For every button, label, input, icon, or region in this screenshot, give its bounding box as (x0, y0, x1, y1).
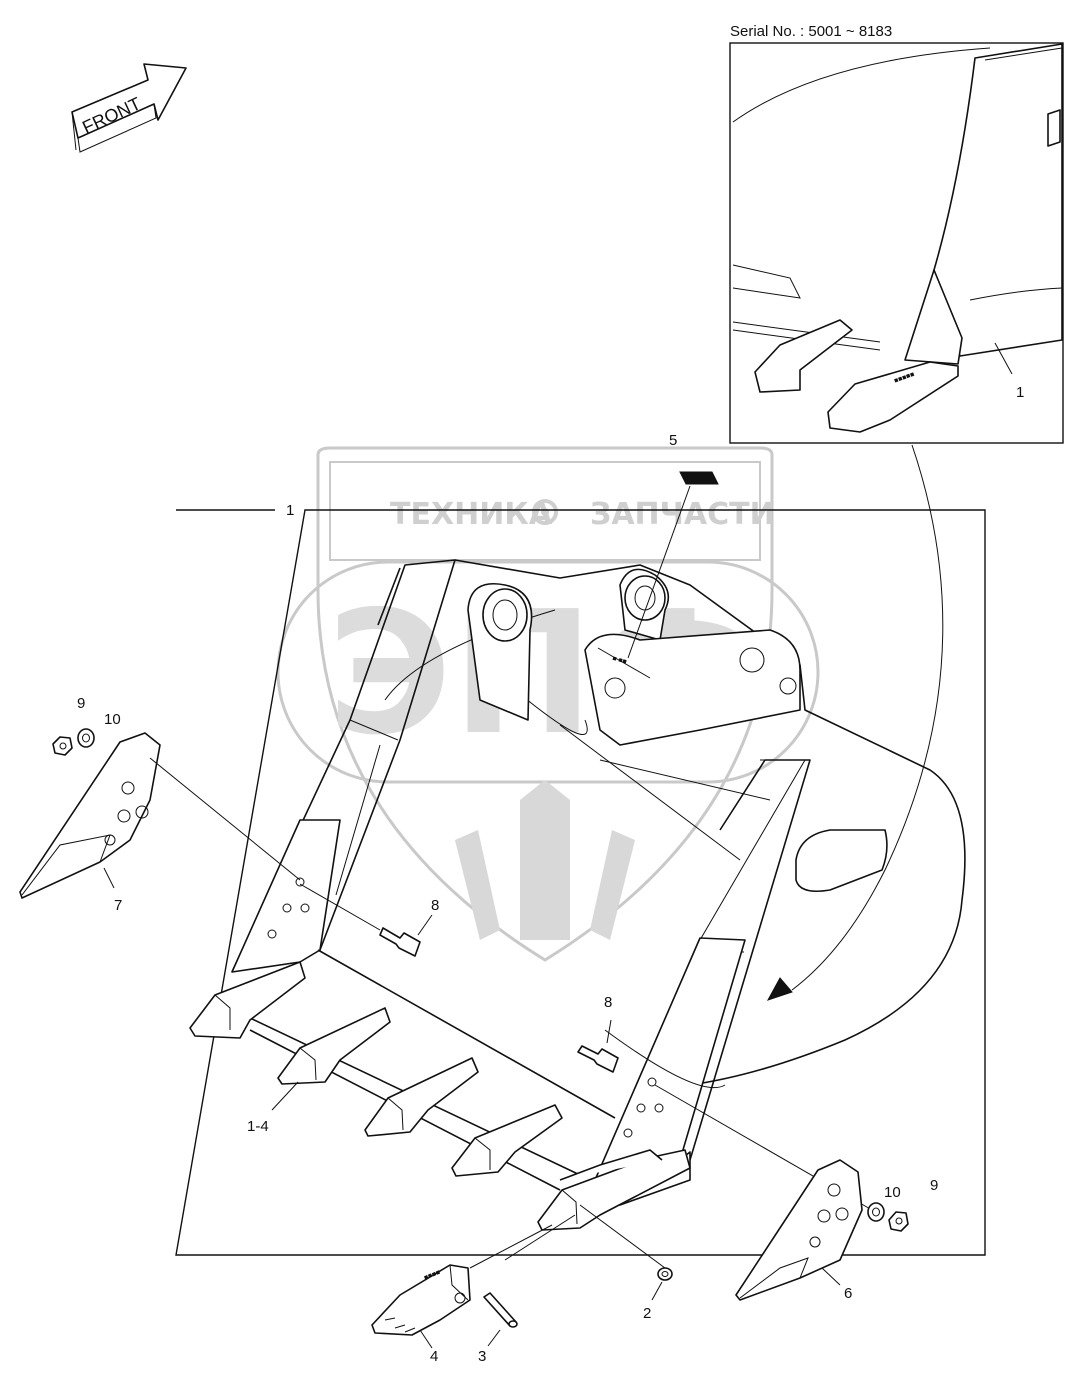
callout-2: 2 (643, 1305, 651, 1322)
bucket-part-stamp: ■ ■■ (611, 655, 627, 666)
washer-icon (77, 728, 95, 748)
watermark-text-left: ТЕХНИКА (390, 497, 553, 532)
callout-4: 4 (430, 1348, 438, 1365)
callout-1-inset: 1 (1016, 384, 1024, 401)
callout-8-upper: 8 (431, 897, 439, 914)
bucket-tooth-point (371, 1264, 471, 1336)
callout-5: 5 (669, 432, 677, 449)
arc-arrowhead (766, 977, 793, 1001)
nut-icon (888, 1211, 909, 1232)
callout-9-right: 9 (930, 1177, 938, 1194)
side-cutter-left (19, 732, 161, 899)
callout-7: 7 (114, 897, 122, 914)
callout-8-lower: 8 (604, 994, 612, 1011)
bolt-upper: 8 (299, 883, 439, 957)
inset-frame: ■■■■■ 1 (729, 42, 1064, 444)
side-cutter-right (735, 1159, 863, 1301)
callout-9-left: 9 (77, 695, 85, 712)
callout-10-left: 10 (104, 711, 121, 728)
watermark-text-right: ЗАПЧАСТИ (590, 497, 775, 532)
callout-1-4: 1-4 (247, 1118, 269, 1135)
wheat-icon (455, 780, 635, 940)
callout-6: 6 (844, 1285, 852, 1302)
part-5-nameplate: 5 (627, 432, 719, 659)
right-side-cutter-group: 6 10 9 (654, 1084, 938, 1302)
callout-1-main: 1 (286, 502, 294, 519)
loose-tooth-group: ■■■■ 4 3 2 (371, 1204, 673, 1365)
front-arrow-icon: FRONT (71, 63, 187, 153)
inset-reference-arc (791, 444, 944, 991)
bucket-teeth (189, 961, 691, 1231)
bucket-body: ■ ■■ (231, 559, 966, 1206)
serial-number-label: Serial No. : 5001 ~ 8183 (730, 23, 892, 40)
callout-3: 3 (478, 1348, 486, 1365)
retainer-ring-icon (657, 1267, 673, 1281)
bolt-lower: 8 (577, 994, 619, 1073)
left-side-cutter-group: 9 10 7 (19, 695, 301, 914)
washer-icon (867, 1202, 885, 1222)
nut-icon (52, 736, 73, 756)
leader-1-4 (271, 1081, 299, 1111)
callout-10-right: 10 (884, 1184, 901, 1201)
